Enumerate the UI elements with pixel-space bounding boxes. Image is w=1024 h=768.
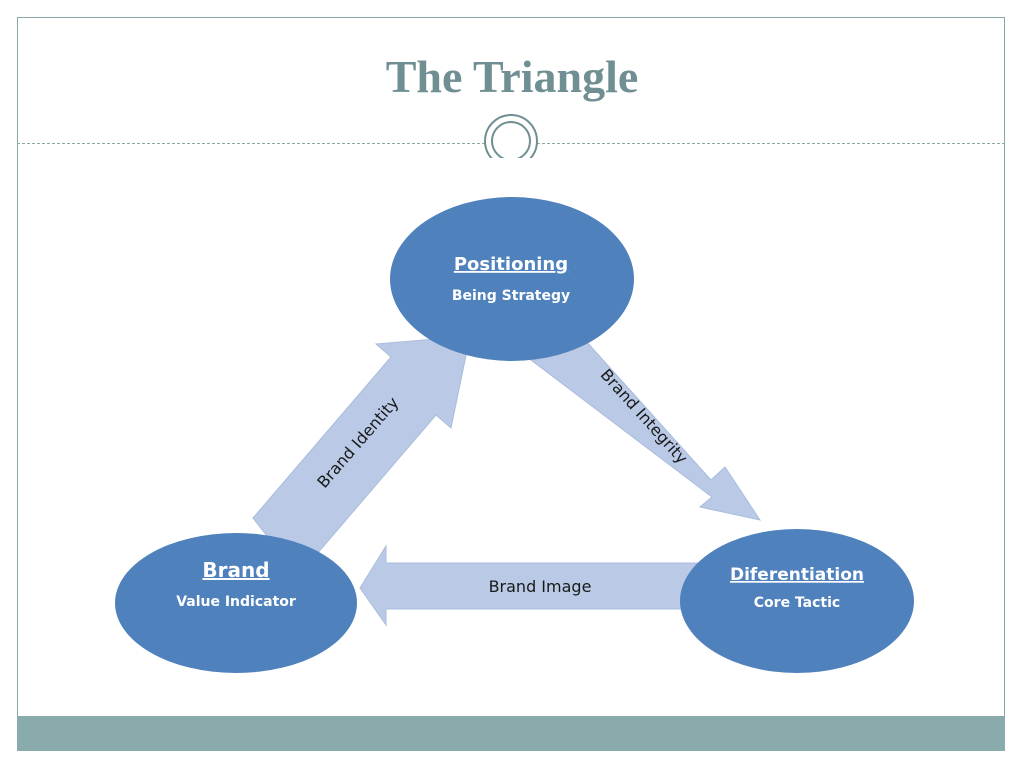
node-positioning-subtitle: Being Strategy	[452, 288, 570, 304]
arrow-brand-image: Brand Image	[359, 544, 717, 627]
node-differentiation-circle	[680, 529, 914, 673]
node-positioning-title: Positioning	[454, 254, 568, 275]
node-differentiation-title: Diferentiation	[730, 565, 864, 585]
node-differentiation-subtitle: Core Tactic	[754, 595, 840, 611]
arrow-brand-image-label: Brand Image	[489, 577, 592, 596]
arrow-brand-integrity-shape	[530, 329, 762, 521]
ornament-mask	[470, 158, 550, 172]
arrow-brand-identity: Brand Identity	[252, 335, 471, 577]
footer-bar	[17, 716, 1005, 751]
arrow-brand-integrity: Brand Integrity	[530, 329, 762, 521]
slide-title: The Triangle	[385, 51, 639, 102]
node-brand-subtitle: Value Indicator	[176, 594, 296, 610]
node-positioning-circle	[390, 197, 634, 361]
node-brand: Brand Value Indicator	[115, 533, 357, 673]
node-brand-title: Brand	[202, 558, 269, 582]
arrow-brand-identity-shape	[252, 335, 471, 577]
node-differentiation: Diferentiation Core Tactic	[680, 529, 914, 673]
node-positioning: Positioning Being Strategy	[390, 197, 634, 361]
node-brand-circle	[115, 533, 357, 673]
arrow-brand-image-shape	[359, 544, 717, 627]
